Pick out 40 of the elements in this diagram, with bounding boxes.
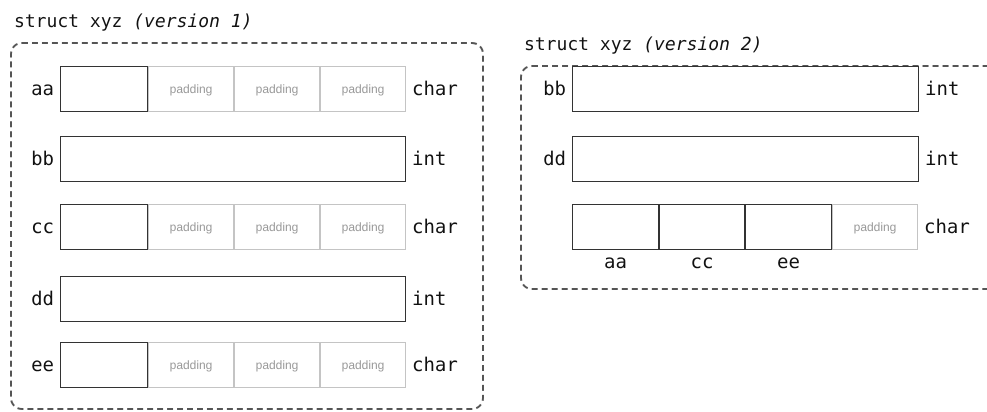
padding-cell: padding: [234, 342, 320, 388]
field-label: aa: [603, 250, 628, 275]
field-label: int: [412, 147, 446, 172]
padding-cell: padding: [148, 204, 234, 250]
padding-cell: padding: [234, 204, 320, 250]
padding-cell: padding: [832, 204, 918, 250]
field-label: int: [925, 77, 960, 102]
struct-title: struct xyz (version 1): [14, 10, 252, 34]
field-label: char: [412, 77, 458, 102]
field-label: char: [924, 215, 970, 240]
padding-cell: padding: [320, 342, 406, 388]
field-label: int: [412, 287, 446, 312]
field-label: dd: [543, 147, 566, 172]
field-label: cc: [690, 250, 714, 275]
field-cell: [60, 342, 148, 388]
field-label: aa: [31, 77, 54, 102]
field-label: ee: [776, 250, 801, 275]
field-cell: [60, 136, 406, 182]
field-label: bb: [31, 147, 54, 172]
field-cell: [572, 136, 919, 182]
field-label: bb: [543, 77, 566, 102]
field-label: char: [412, 353, 458, 378]
field-cell: [745, 204, 832, 250]
padding-cell: padding: [148, 66, 234, 112]
struct-title: struct xyz (version 2): [524, 33, 762, 57]
field-label: dd: [31, 287, 54, 312]
padding-cell: padding: [148, 342, 234, 388]
padding-cell: padding: [320, 66, 406, 112]
field-label: char: [412, 215, 458, 240]
field-cell: [60, 276, 406, 322]
field-cell: [572, 204, 659, 250]
field-label: ee: [31, 353, 54, 378]
field-label: int: [925, 147, 960, 172]
padding-cell: padding: [234, 66, 320, 112]
field-cell: [60, 66, 148, 112]
field-label: cc: [31, 215, 54, 240]
field-cell: [572, 66, 919, 112]
padding-cell: padding: [320, 204, 406, 250]
field-cell: [60, 204, 148, 250]
field-cell: [659, 204, 745, 250]
